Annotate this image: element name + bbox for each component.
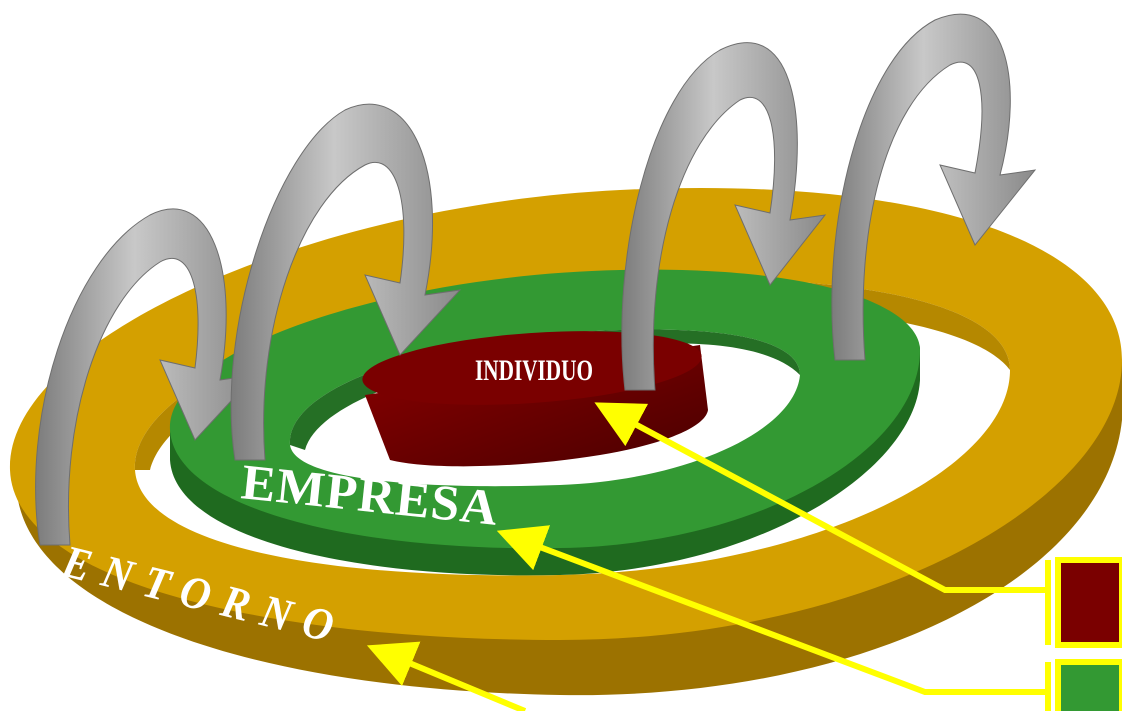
- pointer-empresa: [496, 525, 1050, 695]
- cycle-arrow-icon: [35, 208, 257, 546]
- cycle-arrow-icon: [831, 13, 1037, 361]
- entorno-ring-top: [9, 188, 1122, 640]
- legend: [1045, 557, 1122, 711]
- legend-swatch-individuo: [1055, 557, 1122, 648]
- individuo-top: [362, 331, 702, 405]
- cycle-arrows: [35, 13, 1037, 546]
- individuo-label: INDIVIDUO: [475, 354, 593, 387]
- legend-swatch-empresa: [1055, 659, 1122, 711]
- cycle-arrow-icon: [230, 103, 462, 461]
- pointer-individuo: [594, 402, 1050, 593]
- cycle-arrow-icon: [621, 42, 827, 391]
- pointer-lines: [366, 402, 1050, 711]
- pointer-entorno: [366, 641, 527, 711]
